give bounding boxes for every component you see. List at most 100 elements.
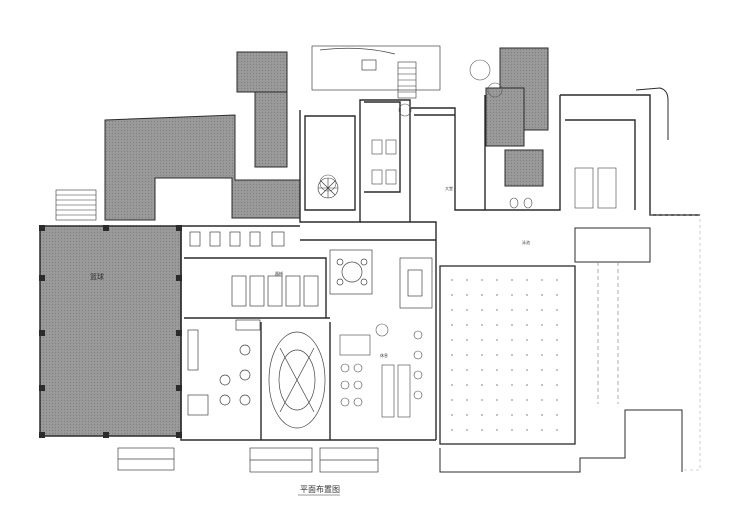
court-grid-dot [541,279,543,281]
court-grid-dot [481,324,483,326]
court-side-label: 泳池 [522,239,530,245]
court-grid-dot [556,399,558,401]
court-grid-dot [451,429,453,431]
court-grid-dot [481,369,483,371]
chair-icon [339,330,423,418]
court-grid-dot [541,324,543,326]
center-feature [268,331,326,429]
court-grid-dot [466,384,468,386]
court-grid-dot [496,399,498,401]
court-grid-dot [481,309,483,311]
court-grid-dot [556,384,558,386]
court-grid-dot [481,279,483,281]
site-boundary [650,214,701,471]
court-grid-dot [556,414,558,416]
court-grid-dot [451,279,453,281]
court-grid-dot [511,309,513,311]
court-grid-dot [496,429,498,431]
court-grid-dot [526,309,528,311]
court-grid-dot [556,429,558,431]
court-grid-dot [526,399,528,401]
court-grid-dot [526,414,528,416]
court-grid-dot [451,399,453,401]
court-grid-dot [556,309,558,311]
court-grid-dot [541,429,543,431]
court-grid-dot [526,339,528,341]
lounge-label: 休息 [380,352,388,358]
court-grid-dot [556,324,558,326]
court-grid-dot [511,294,513,296]
court-grid-dot [541,369,543,371]
curved-wall [635,87,669,140]
court-grid-dot [541,309,543,311]
court-grid-dot [526,384,528,386]
court-grid-dot [511,369,513,371]
column-icon [39,225,182,438]
court-grid-dot [481,294,483,296]
stair-icon [55,61,417,221]
court-grid-dot [511,354,513,356]
court-grid-dot [496,414,498,416]
court-grid-dot [481,414,483,416]
court-grid-dot [466,399,468,401]
court-grid-dot [526,369,528,371]
lobby-label: 大堂 [445,185,453,191]
court-grid-dot [496,369,498,371]
court-grid-dot [451,339,453,341]
main-walls [180,94,700,441]
gym-equipment [187,231,319,416]
stair-icon [317,177,339,199]
court-grid-dot [526,294,528,296]
court-grid-dot [466,309,468,311]
court-grid-dot [481,429,483,431]
court-grid-dot [451,354,453,356]
court-grid-dot [511,414,513,416]
court-grid-dot [451,294,453,296]
court-grid-dot [511,324,513,326]
court-grid-dot [451,324,453,326]
plan-title: 平面布置图 [300,484,340,494]
court-grid-dot [496,354,498,356]
court-grid-dot [556,339,558,341]
plant-icon [319,59,503,337]
court-grid-dot [511,279,513,281]
court-grid-dot [466,279,468,281]
court-grid-dot [541,414,543,416]
court-grid-dot [466,369,468,371]
court-grid-dot [451,309,453,311]
court-grid-dot [466,324,468,326]
right-court: 泳池 [439,227,683,473]
court-grid-dot [496,309,498,311]
court-grid-dot [451,384,453,386]
court-grid-dot [466,429,468,431]
table-icon [329,249,433,309]
court-grid-dot [481,354,483,356]
court-grid-dot [466,414,468,416]
court-grid-dot [451,369,453,371]
court-grid-dot [556,294,558,296]
upper-left-wing [104,47,549,221]
court-grid-dot [541,294,543,296]
court-grid-dot [511,384,513,386]
court-grid-dot [556,369,558,371]
court-grid-dot [481,384,483,386]
court-grid-dot [496,384,498,386]
gym-zone-label: 器械 [275,270,283,276]
left-hall-label: 篮球 [90,272,104,281]
court-grid-dot [481,339,483,341]
court-grid-dot [541,384,543,386]
toilet-icon [371,139,617,209]
court-grid-dot [526,279,528,281]
left-hall: 篮球 [39,225,182,438]
court-grid-dot [526,324,528,326]
court-grid-dot [496,279,498,281]
court-grid-dot [556,279,558,281]
court-grid-dot [496,294,498,296]
court-grid-dot [466,294,468,296]
court-grid-dot [541,399,543,401]
court-grid-dot [526,429,528,431]
court-grid-dot [511,429,513,431]
court-grid-dot [541,354,543,356]
court-grid-dot [496,324,498,326]
